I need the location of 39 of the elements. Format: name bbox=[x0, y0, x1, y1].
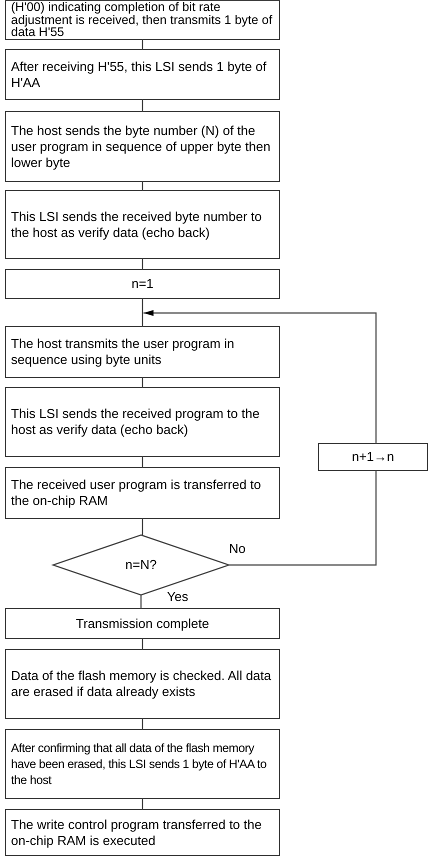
box-label: n+1→n bbox=[350, 449, 396, 465]
connector-line bbox=[142, 519, 144, 535]
step-text: This LSI sends the received byte number to the host as verify data (echo back) bbox=[11, 208, 263, 240]
connector-line bbox=[142, 799, 144, 809]
process-box bbox=[5, 326, 280, 378]
step-text: This LSI sends the received program to the host as verify data (echo back) bbox=[11, 406, 261, 438]
edge-label: Yes bbox=[166, 589, 190, 604]
edge-label: No bbox=[228, 541, 247, 556]
step-text: The host transmits the user program in sequence using byte units bbox=[11, 336, 236, 368]
connector-line bbox=[229, 471, 377, 566]
connector-line bbox=[142, 299, 144, 326]
connector-line bbox=[140, 595, 142, 608]
step-text: Data of the flash memory is checked. All data are erased if data already exists bbox=[11, 668, 272, 700]
process-box bbox=[5, 729, 280, 799]
connector-line bbox=[142, 719, 144, 729]
process-box bbox=[5, 269, 280, 299]
process-box bbox=[318, 443, 428, 471]
process-box bbox=[5, 608, 280, 639]
box-label: Transmission complete bbox=[74, 616, 210, 632]
connector-line bbox=[142, 639, 144, 649]
process-box bbox=[5, 387, 280, 457]
step-text: After confirming that all data of the flash memory have been erased, this LSI sends 1 byte of H'AA to the host bbox=[11, 740, 268, 788]
connector-line bbox=[142, 259, 144, 269]
step-text: The host sends the byte number (N) of the user program in sequence of upper byte then lower byte bbox=[11, 122, 272, 170]
connector-line bbox=[142, 457, 144, 467]
box-label: n=N? bbox=[124, 557, 158, 573]
process-box bbox=[5, 467, 280, 519]
connector-line bbox=[142, 100, 144, 111]
arrow bbox=[144, 310, 377, 443]
process-box bbox=[5, 111, 280, 182]
step-text: After receiving H'55, this LSI sends 1 byte of H'AA bbox=[11, 58, 268, 90]
process-box bbox=[5, 190, 280, 259]
process-box bbox=[5, 809, 280, 856]
process-box bbox=[5, 649, 280, 719]
box-label: n=1 bbox=[130, 276, 155, 292]
process-box bbox=[5, 49, 280, 100]
step-text: (H'00) indicating completion of bit rate adjustment is received, then transmits 1 byte of data H'55 bbox=[11, 1, 274, 39]
step-text: The received user program is transferred to the on-chip RAM bbox=[11, 477, 262, 509]
step-text: The write control program transferred to the on-chip RAM is executed bbox=[11, 816, 263, 848]
